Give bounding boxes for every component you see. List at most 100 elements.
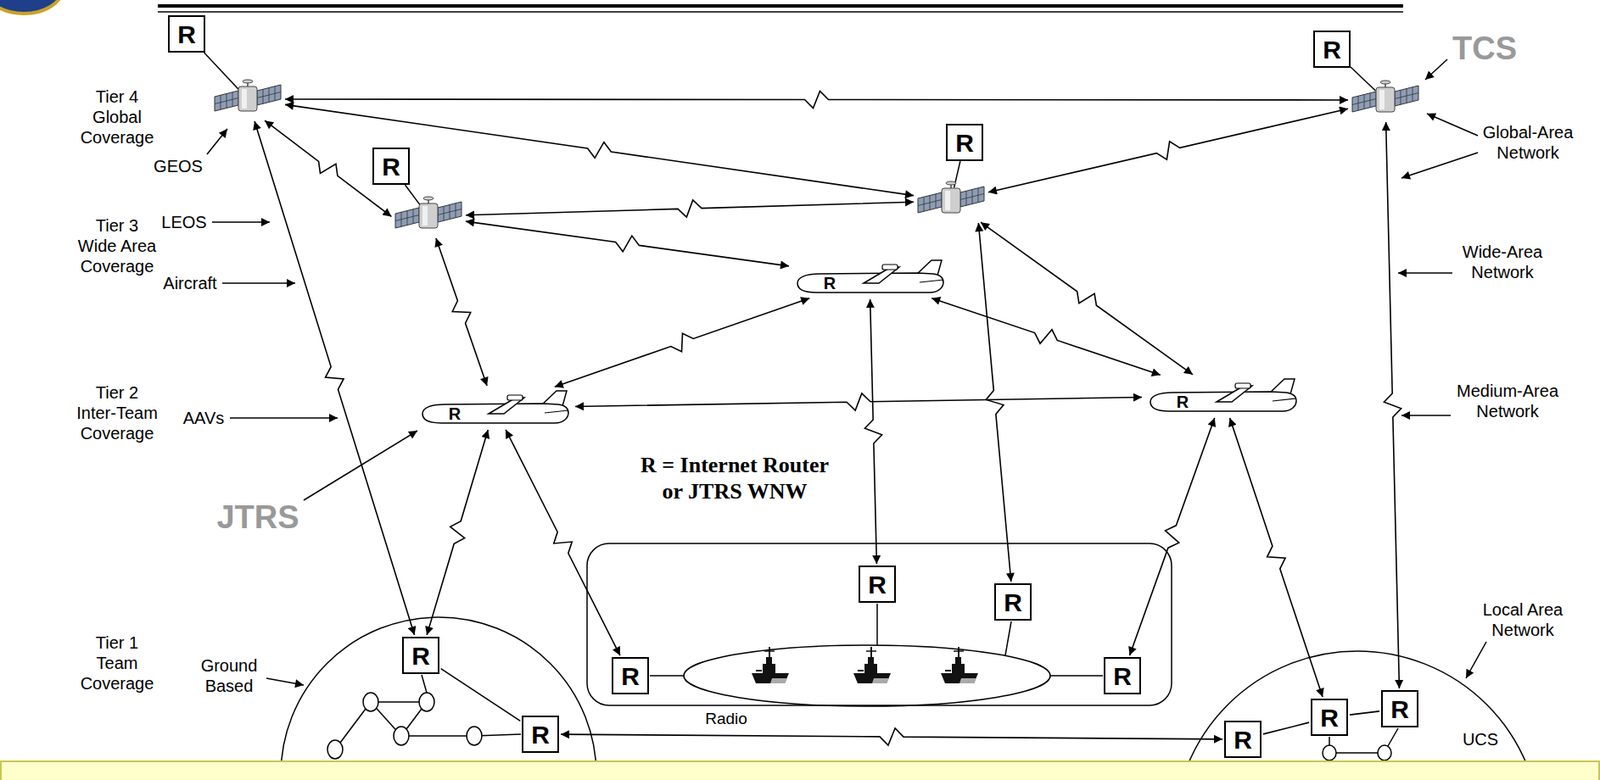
- system-label: UCS: [1462, 729, 1499, 750]
- aircraft-engine: [882, 264, 898, 270]
- link-line: [441, 669, 521, 722]
- router-box: R: [1381, 690, 1419, 728]
- satellite-antenna: [242, 79, 253, 84]
- aircraft-icon: [790, 257, 949, 298]
- router-box: R: [1224, 721, 1262, 759]
- fleet-group: [683, 645, 1051, 707]
- mesh-wire: [1387, 728, 1399, 747]
- router-label: R: [531, 721, 550, 750]
- link-line: [988, 108, 1349, 193]
- platform-label: LEOS: [161, 212, 207, 233]
- satellite-body: [1379, 89, 1385, 110]
- network-label: Local Area Network: [1469, 599, 1577, 641]
- router-label: R: [1320, 704, 1339, 733]
- leader-arrow: [206, 59, 1487, 686]
- aircraft-engine: [1235, 383, 1251, 389]
- aircraft-icon: [415, 387, 574, 429]
- satellite-body: [1376, 87, 1395, 112]
- ship-icon: [755, 670, 762, 672]
- link-line: [980, 222, 1193, 375]
- tier-label: Tier 3 Wide Area Coverage: [74, 215, 160, 277]
- aircraft-stabilizer: [544, 410, 569, 414]
- network-label: Medium-Area Network: [1454, 380, 1561, 422]
- satellite-node: R: [915, 180, 987, 222]
- router-leader: [404, 184, 420, 206]
- solar-panel: [917, 194, 942, 213]
- fleet-network-region: [587, 543, 1172, 706]
- mesh-node: [327, 693, 1392, 761]
- leader-arrow: [1401, 152, 1478, 179]
- ground-network-region: [280, 617, 597, 780]
- ship-icon: [751, 673, 789, 684]
- ship-icon: [957, 647, 960, 658]
- solar-panel: [1352, 91, 1377, 112]
- link-line: [554, 298, 810, 388]
- link-line: [505, 430, 621, 656]
- aircraft-node: R: [1143, 375, 1302, 417]
- fleet-wire: [876, 604, 879, 646]
- satellite-antenna: [945, 181, 957, 185]
- fleet-wire: [1005, 621, 1012, 656]
- mesh-node: [419, 693, 435, 712]
- mesh-node: [327, 740, 343, 760]
- satellite-icon: [915, 180, 987, 222]
- ship-icon: [872, 678, 890, 684]
- satellite-body: [241, 89, 247, 109]
- router-label: R: [1113, 662, 1132, 691]
- ship-icon: [867, 657, 874, 665]
- satellite-icon: [212, 78, 284, 120]
- satellite-icon: [392, 195, 465, 237]
- mesh-node: [1377, 745, 1392, 761]
- aircraft-icon: [1143, 375, 1302, 417]
- system-label: JTRS: [216, 498, 299, 538]
- router-box: R: [402, 637, 440, 675]
- solar-panel: [437, 201, 462, 223]
- router-box: R: [611, 657, 649, 695]
- router-label: R: [867, 570, 887, 599]
- solar-panel: [214, 92, 239, 111]
- router-box: R: [1103, 657, 1142, 695]
- header-rule: [157, 11, 1404, 13]
- satellite-body: [238, 86, 258, 112]
- router-box: R: [521, 716, 560, 754]
- leader-arrow: [1465, 642, 1487, 679]
- tier-label: Tier 2 Inter-Team Coverage: [74, 382, 160, 444]
- leader-arrow: [222, 282, 296, 285]
- aircraft-stabilizer: [1272, 398, 1297, 402]
- link-line: [1230, 418, 1323, 698]
- link-line: [465, 221, 789, 267]
- router-tag: R: [1313, 30, 1351, 68]
- satellite-body: [945, 190, 951, 211]
- aircraft-engine: [507, 395, 523, 401]
- network-label: Global-Area Network: [1474, 122, 1582, 163]
- ship-icon: [870, 647, 873, 658]
- link-line: [285, 104, 914, 196]
- ship-icon: [864, 664, 878, 674]
- fleet-wire: [649, 604, 1103, 677]
- link-line: [560, 728, 1223, 746]
- link-line: [465, 200, 914, 218]
- mesh-wire: [1329, 752, 1385, 755]
- satellite-body: [419, 203, 438, 229]
- router-leader: [1350, 67, 1376, 91]
- link-line: [931, 298, 1161, 376]
- aircraft-stabilizer: [919, 279, 944, 283]
- key-note: R = Internet Router or JTRS WNW: [637, 452, 832, 505]
- router-label: R: [411, 642, 431, 671]
- mesh-wire: [401, 735, 475, 738]
- link-line: [1263, 722, 1310, 735]
- tier-label: Tier 1 Team Coverage: [74, 632, 160, 694]
- router-label: R: [1176, 393, 1189, 411]
- router-label: R: [177, 20, 196, 49]
- link-line: [285, 91, 1349, 109]
- mesh-wire: [370, 701, 427, 704]
- satellite-node: R: [392, 195, 465, 237]
- ship-icon: [945, 670, 952, 672]
- link-line: [1130, 418, 1215, 656]
- router-label: R: [1322, 35, 1342, 64]
- satellite-node: R: [1349, 79, 1421, 121]
- router-label: R: [1233, 726, 1253, 755]
- solar-panel: [257, 86, 281, 105]
- router-label: R: [955, 128, 974, 157]
